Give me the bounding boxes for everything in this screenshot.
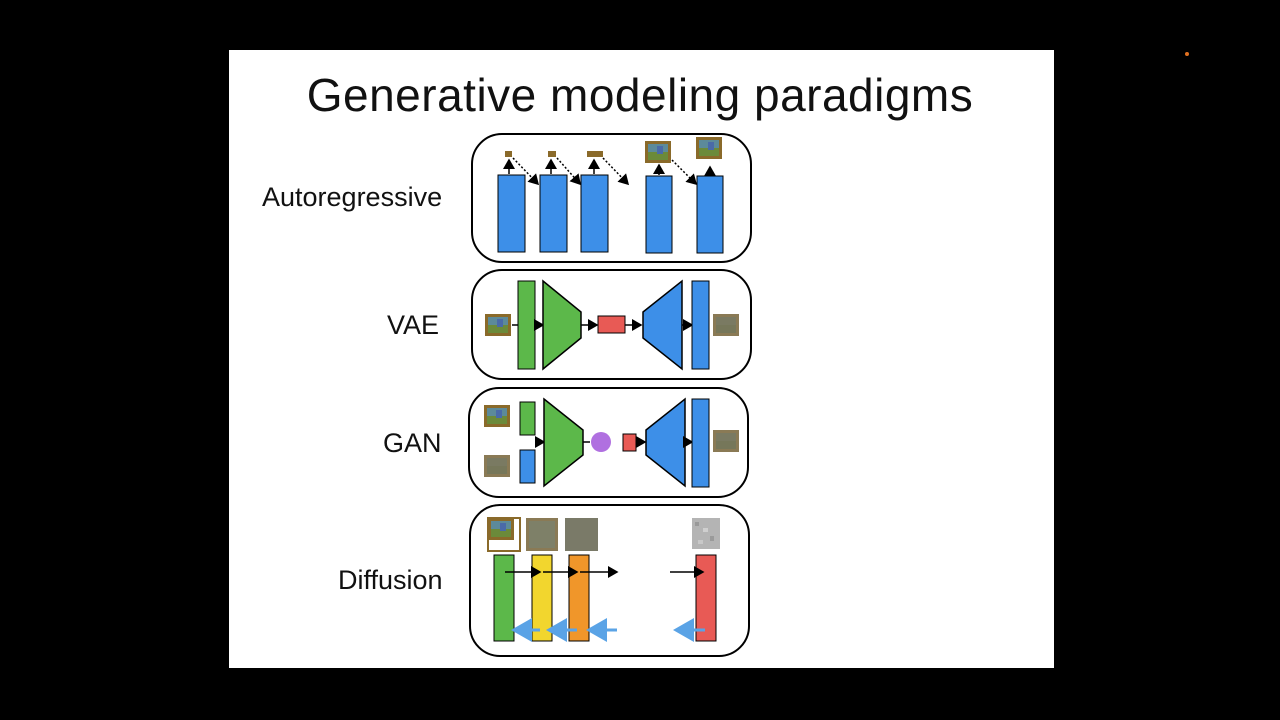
diffusion-step-t	[695, 554, 717, 642]
ar-output-image-partial	[645, 141, 671, 163]
vae-frame	[471, 269, 752, 380]
ar-block-5	[696, 175, 724, 254]
slide-title: Generative modeling paradigms	[306, 69, 974, 121]
diffusion-image-noisy-2	[565, 518, 598, 551]
gan-decision	[591, 432, 611, 452]
vae-output-image	[713, 314, 739, 336]
gan-noise	[622, 433, 637, 452]
vae-latent	[597, 315, 626, 334]
slide-canvas	[229, 50, 1054, 668]
diffusion-image-noisy-1	[526, 518, 558, 551]
gan-discriminator	[543, 397, 584, 488]
label-diffusion: Diffusion	[338, 565, 443, 595]
vae-panel	[471, 269, 752, 380]
diffusion-image-clean	[488, 518, 514, 540]
autoregressive-frame	[471, 133, 752, 263]
gan-fake-image	[484, 455, 510, 477]
gan-real-image	[484, 405, 510, 427]
ar-output-image-full	[696, 137, 722, 159]
gan-generator	[645, 397, 686, 488]
diffusion-image-noise	[692, 518, 720, 549]
vae-decoder	[642, 279, 683, 371]
gan-output-image	[713, 430, 739, 452]
autoregressive-panel	[471, 133, 752, 263]
ar-output-pixel-1	[505, 151, 512, 157]
gan-frame	[468, 387, 749, 498]
gan-generator-layer	[691, 398, 710, 488]
label-autoregressive: Autoregressive	[262, 182, 443, 212]
ar-output-pixel-3	[587, 151, 603, 157]
ar-block-4	[645, 175, 673, 254]
vae-decoder-layer	[691, 280, 710, 370]
diffusion-panel	[469, 504, 750, 657]
diffusion-step-1	[493, 554, 515, 642]
vae-encoder	[542, 279, 582, 371]
ar-output-pixel-2	[548, 151, 556, 157]
pointer-dot	[1185, 52, 1189, 56]
label-gan: GAN	[383, 428, 442, 458]
diffusion-step-3	[568, 554, 590, 642]
label-vae: VAE	[387, 310, 440, 340]
diffusion-step-2	[531, 554, 553, 642]
gan-panel	[468, 387, 749, 498]
ar-block-1	[497, 174, 526, 253]
vae-encoder-layer	[517, 280, 536, 370]
gan-real-layer	[519, 401, 536, 436]
vae-input-image	[485, 314, 511, 336]
ar-block-3	[580, 174, 609, 253]
ar-block-2	[539, 174, 568, 253]
gan-fake-layer	[519, 449, 536, 484]
diffusion-frame	[469, 504, 750, 657]
